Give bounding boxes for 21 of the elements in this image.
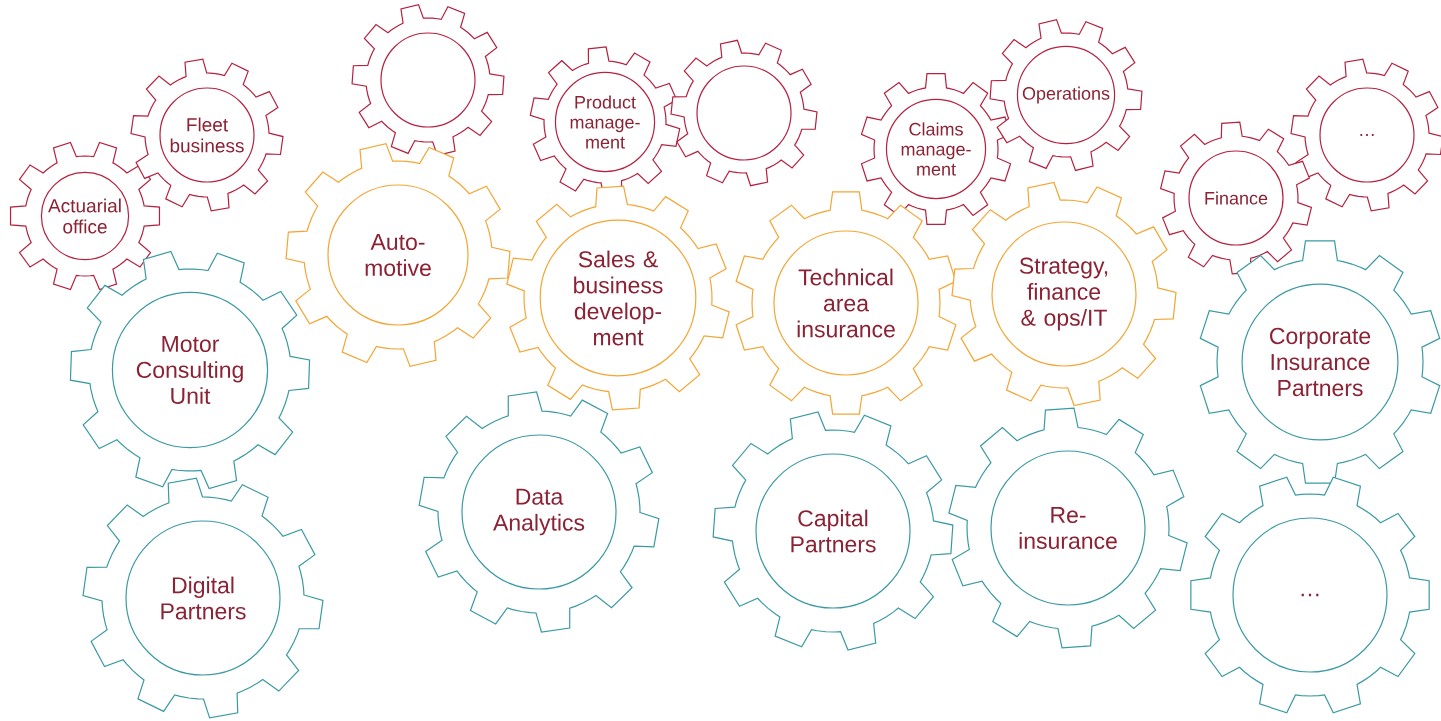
gear: Finance	[1159, 121, 1313, 275]
gear: Auto- motive	[285, 142, 511, 368]
gear	[351, 3, 505, 157]
node-label: …	[1301, 593, 1319, 597]
gear: Motor Consulting Unit	[69, 250, 311, 490]
gear: …	[1190, 476, 1430, 714]
gear: Fleet business	[130, 58, 284, 212]
gear: Data Analytics	[418, 391, 660, 633]
gear: Re- insurance	[948, 407, 1188, 649]
gear: …	[1290, 58, 1441, 212]
gear: Strategy, finance & ops/IT	[951, 181, 1177, 407]
gear: Product manage- ment	[529, 46, 681, 198]
node-label: Corporate Insurance Partners	[1270, 327, 1371, 397]
gear: Digital Partners	[82, 477, 324, 719]
gear	[670, 39, 818, 187]
gear: Sales & business develop- ment	[506, 185, 730, 411]
gear: Technical area insurance	[735, 191, 957, 415]
gear: Capital Partners	[712, 411, 954, 651]
gear: Corporate Insurance Partners	[1199, 240, 1441, 484]
gear: Operations	[989, 18, 1143, 172]
gear: Actuarial office	[9, 141, 161, 291]
